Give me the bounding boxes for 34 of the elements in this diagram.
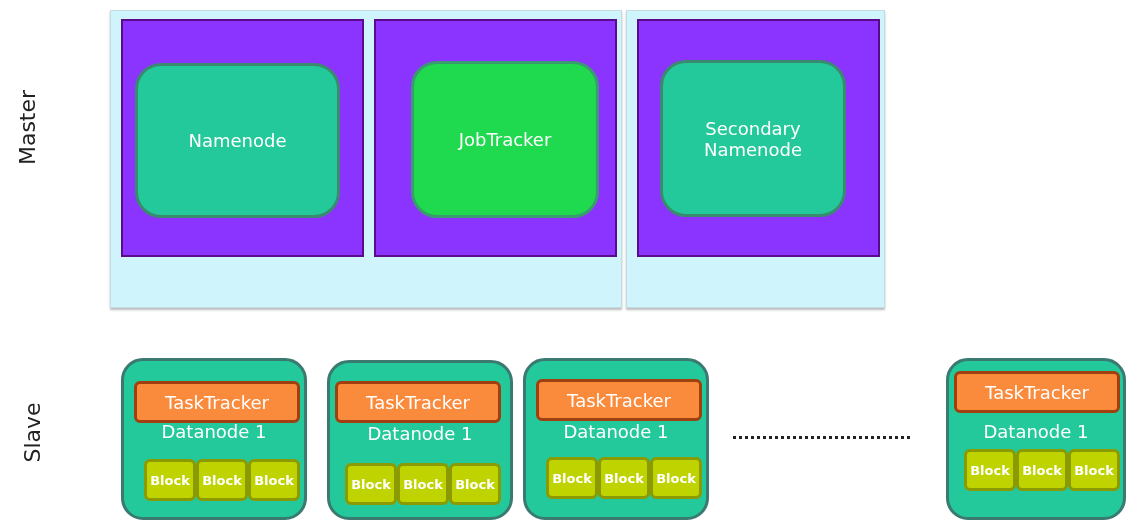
- datanode-label: Datanode 1: [366, 423, 474, 444]
- row-label: Slave: [19, 402, 45, 463]
- service-box: Namenode: [135, 63, 340, 218]
- datanode-label: Datanode 1: [160, 421, 268, 442]
- tasktracker-box: TaskTracker: [335, 381, 501, 423]
- tasktracker-box: TaskTracker: [536, 379, 702, 421]
- group-frame: [637, 19, 880, 257]
- datanode-box: [327, 360, 513, 520]
- block-box: Block: [397, 463, 449, 505]
- group-frame: [374, 19, 617, 257]
- datanode-box: [523, 358, 709, 520]
- group-panel: [110, 10, 622, 308]
- block-box: Block: [248, 459, 300, 501]
- datanode-box: [946, 358, 1126, 520]
- group-panel: [626, 10, 885, 308]
- block-box: Block: [1016, 449, 1068, 491]
- block-box: Block: [650, 457, 702, 499]
- block-box: Block: [345, 463, 397, 505]
- datanode-label: Datanode 1: [982, 421, 1090, 442]
- block-box: Block: [196, 459, 248, 501]
- row-label: Master: [15, 89, 41, 166]
- block-box: Block: [964, 449, 1016, 491]
- datanode-label: Datanode 1: [562, 421, 670, 442]
- block-box: Block: [449, 463, 501, 505]
- group-frame: [121, 19, 364, 257]
- tasktracker-box: TaskTracker: [134, 381, 300, 423]
- service-box: JobTracker: [411, 61, 599, 218]
- block-box: Block: [546, 457, 598, 499]
- block-box: Block: [598, 457, 650, 499]
- block-box: Block: [144, 459, 196, 501]
- service-box: Secondary Namenode: [660, 60, 846, 217]
- block-box: Block: [1068, 449, 1120, 491]
- datanode-box: [121, 358, 307, 520]
- tasktracker-box: TaskTracker: [954, 371, 1120, 413]
